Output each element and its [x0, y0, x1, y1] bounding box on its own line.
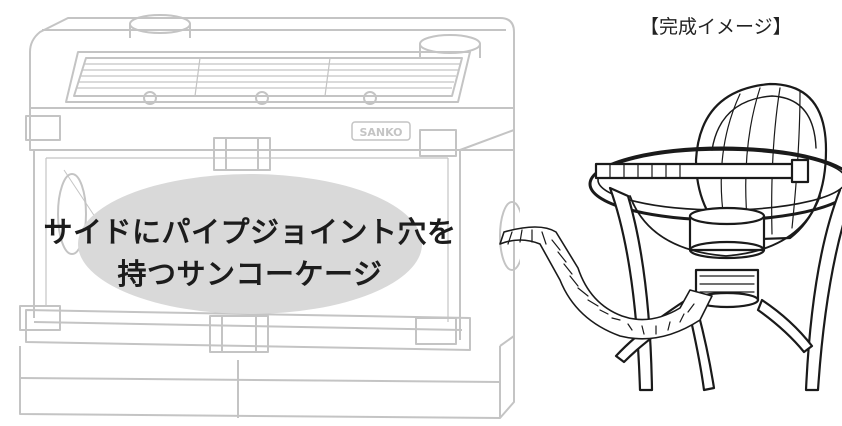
cage-illustration: SANKO: [19, 14, 520, 419]
caption-line-1: サイドにパイプジョイント穴を: [43, 215, 457, 249]
brand-logo: SANKO: [359, 126, 402, 139]
product-caption: サイドにパイプジョイント穴を 持つサンコーケージ: [30, 211, 470, 295]
completed-image-label: 【完成イメージ】: [640, 16, 792, 38]
caption-bubble: [78, 174, 422, 314]
caption-line-2: 持つサンコーケージ: [117, 257, 383, 291]
